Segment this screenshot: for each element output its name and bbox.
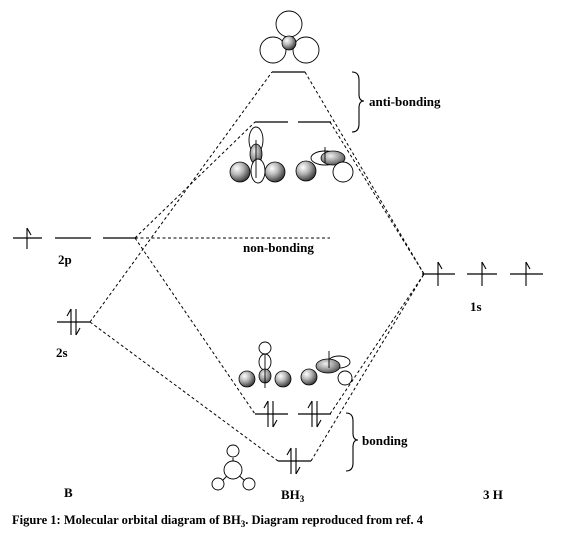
bh3-molecule-label: BH3 [281, 487, 305, 504]
antibonding-orbital-2-icon [295, 147, 354, 183]
bonding-orbital-2-icon [300, 351, 353, 386]
spin-up-arrow-icon [481, 261, 487, 286]
anti-bonding-label: anti-bonding [369, 94, 441, 109]
line-bonding-bottom-to-1s [310, 273, 425, 462]
antibonding-top-orbital-icon [259, 10, 320, 64]
spin-down-arrow-icon [75, 309, 81, 336]
b-2p-label: 2p [58, 252, 72, 267]
b-2s-label: 2s [56, 345, 68, 360]
line-bonding-mid-to-1s [329, 273, 425, 415]
line-antibonding-mid-to-1s [329, 121, 425, 275]
h-1s-label: 1s [470, 299, 482, 314]
hydrogen-atoms-label: 3 H [483, 487, 503, 502]
spin-up-arrow-icon [26, 227, 32, 249]
non-bonding-label: non-bonding [243, 240, 314, 255]
spin-up-arrow-icon [286, 447, 292, 474]
line-2s-to-bonding-bottom [89, 321, 279, 462]
bh3-molecule-icon [211, 444, 256, 491]
boron-atom-label: B [64, 485, 73, 500]
spin-down-arrow-icon [295, 448, 301, 475]
line-2s-to-antibonding-top [89, 71, 273, 323]
antibonding-orbital-1-icon [229, 126, 286, 184]
energy-levels [13, 71, 543, 462]
spin-up-arrow-icon [263, 400, 269, 427]
spin-up-arrow-icon [437, 261, 443, 286]
electron-spins [26, 227, 531, 475]
spin-down-arrow-icon [272, 401, 278, 428]
bonding-brace-icon [345, 412, 359, 472]
bonding-orbital-1-icon [238, 341, 292, 388]
line-antibonding-top-to-1s [304, 71, 425, 275]
spin-up-arrow-icon [66, 308, 72, 335]
correlation-lines [89, 71, 425, 462]
spin-up-arrow-icon [307, 400, 313, 427]
spin-down-arrow-icon [316, 401, 322, 428]
figure-caption: Figure 1: Molecular orbital diagram of B… [12, 513, 424, 529]
line-2p-to-bonding-mid [134, 237, 256, 415]
bonding-label: bonding [362, 433, 408, 448]
antibonding-brace-icon [351, 71, 365, 133]
spin-up-arrow-icon [525, 261, 531, 286]
line-2p-to-antibonding-mid [134, 121, 256, 239]
